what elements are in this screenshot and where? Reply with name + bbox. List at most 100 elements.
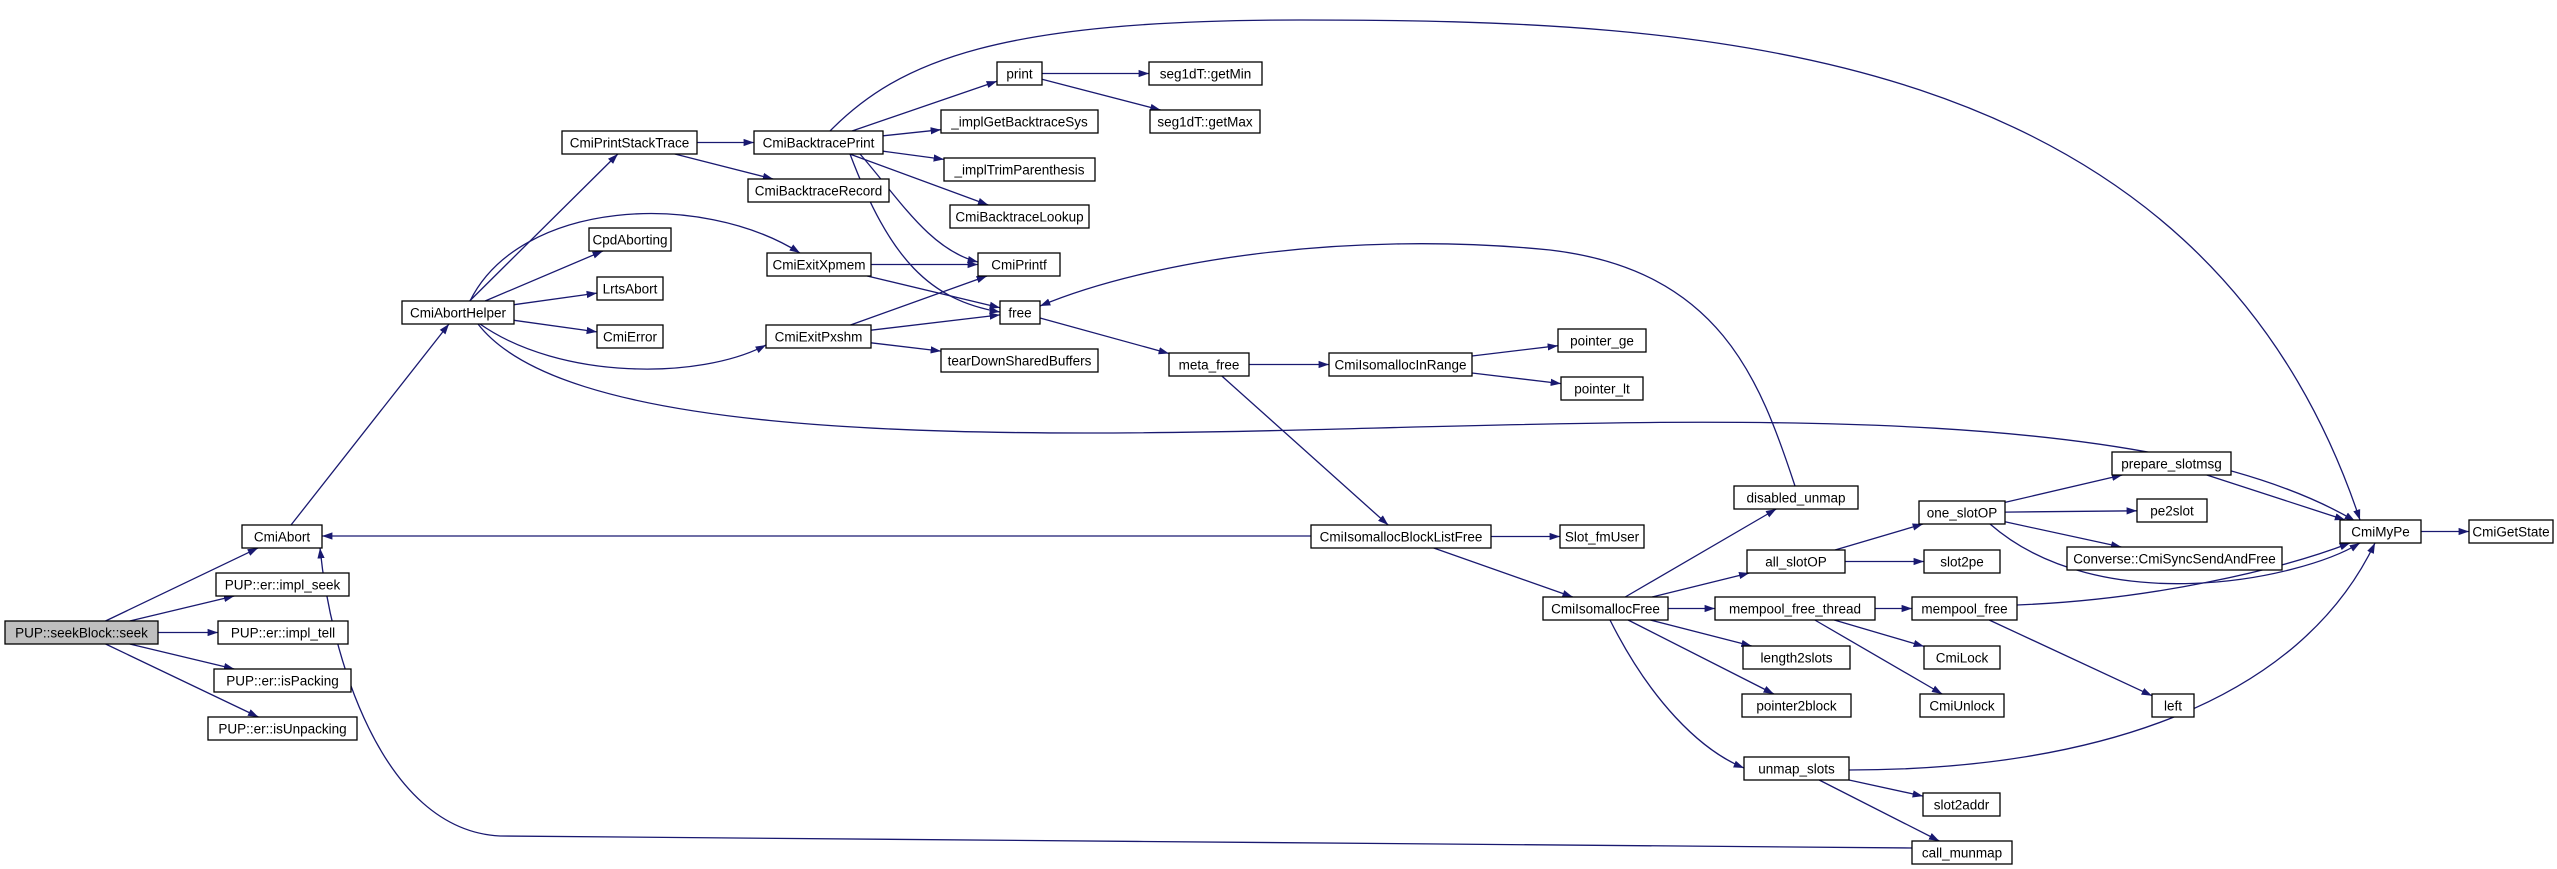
node-pointer2block[interactable]: pointer2block — [1741, 693, 1852, 718]
node-box-slot2pe[interactable] — [1923, 549, 2001, 574]
node-box-getmax[interactable] — [1149, 109, 1261, 134]
node-prepare_slotmsg[interactable]: prepare_slotmsg — [2111, 451, 2232, 476]
node-btrecord[interactable]: CmiBacktraceRecord — [747, 178, 890, 203]
node-slot2pe[interactable]: slot2pe — [1923, 549, 2001, 574]
node-pointer_ge[interactable]: pointer_ge — [1557, 328, 1647, 353]
node-box-pointer_lt[interactable] — [1560, 376, 1644, 401]
node-isunpacking[interactable]: PUP::er::isUnpacking — [207, 716, 358, 741]
node-cmiprintf[interactable]: CmiPrintf — [977, 252, 1061, 277]
node-unmap_slots[interactable]: unmap_slots — [1743, 756, 1850, 781]
node-box-inrange[interactable] — [1328, 352, 1473, 377]
node-mempool_free[interactable]: mempool_free — [1911, 596, 2018, 621]
node-cmimype[interactable]: CmiMyPe — [2339, 519, 2422, 544]
node-length2slots[interactable]: length2slots — [1742, 645, 1851, 670]
node-cmiunlock[interactable]: CmiUnlock — [1919, 693, 2005, 718]
node-box-btrecord[interactable] — [747, 178, 890, 203]
node-disabled_unmap[interactable]: disabled_unmap — [1733, 485, 1859, 510]
node-pointer_lt[interactable]: pointer_lt — [1560, 376, 1644, 401]
node-box-btprint[interactable] — [753, 130, 884, 155]
node-implgetbt[interactable]: _implGetBacktraceSys — [940, 109, 1099, 134]
node-exitpxshm[interactable]: CmiExitPxshm — [765, 324, 872, 349]
node-box-syncsend[interactable] — [2066, 546, 2283, 571]
node-impl_seek[interactable]: PUP::er::impl_seek — [215, 572, 350, 597]
node-aborthelper[interactable]: CmiAbortHelper — [401, 300, 515, 325]
node-free[interactable]: free — [999, 300, 1041, 325]
node-box-exitpxshm[interactable] — [765, 324, 872, 349]
node-isofree[interactable]: CmiIsomallocFree — [1542, 596, 1669, 621]
node-box-metafree[interactable] — [1168, 352, 1250, 377]
node-box-isunpacking[interactable] — [207, 716, 358, 741]
node-box-blocklistfree[interactable] — [1310, 524, 1492, 549]
node-box-pe2slot[interactable] — [2136, 498, 2208, 523]
node-box-ispacking[interactable] — [213, 668, 352, 693]
node-box-getstate[interactable] — [2468, 519, 2554, 544]
node-box-all_slotop[interactable] — [1746, 549, 1846, 574]
node-btlookup[interactable]: CmiBacktraceLookup — [949, 204, 1090, 229]
node-box-btlookup[interactable] — [949, 204, 1090, 229]
node-box-mempool_free_thread[interactable] — [1714, 596, 1876, 621]
node-left[interactable]: left — [2151, 693, 2195, 718]
node-lrtsabort[interactable]: LrtsAbort — [596, 276, 664, 301]
node-box-prepare_slotmsg[interactable] — [2111, 451, 2232, 476]
node-seek[interactable]: PUP::seekBlock::seek — [4, 620, 159, 645]
node-slotfmuser[interactable]: Slot_fmUser — [1559, 524, 1645, 549]
node-all_slotop[interactable]: all_slotOP — [1746, 549, 1846, 574]
node-getstate[interactable]: CmiGetState — [2468, 519, 2554, 544]
node-getmin[interactable]: seg1dT::getMin — [1148, 61, 1263, 86]
node-box-mempool_free[interactable] — [1911, 596, 2018, 621]
node-box-lrtsabort[interactable] — [596, 276, 664, 301]
node-box-cmiabort[interactable] — [241, 524, 323, 549]
node-box-disabled_unmap[interactable] — [1733, 485, 1859, 510]
node-box-call_munmap[interactable] — [1911, 840, 2013, 865]
node-box-slotfmuser[interactable] — [1559, 524, 1645, 549]
node-box-cmimype[interactable] — [2339, 519, 2422, 544]
node-box-impltrim[interactable] — [943, 157, 1096, 182]
node-box-slot2addr[interactable] — [1922, 792, 2001, 817]
node-impltrim[interactable]: _implTrimParenthesis — [943, 157, 1096, 182]
node-cmierror[interactable]: CmiError — [596, 324, 664, 349]
node-box-left[interactable] — [2151, 693, 2195, 718]
node-box-cmilock[interactable] — [1923, 645, 2001, 670]
node-box-seek[interactable] — [4, 620, 159, 645]
node-print[interactable]: print — [996, 61, 1043, 86]
node-box-printstack[interactable] — [561, 130, 698, 155]
node-box-exitxpmem[interactable] — [766, 252, 872, 277]
node-box-one_slotop[interactable] — [1918, 500, 2006, 525]
node-box-print[interactable] — [996, 61, 1043, 86]
node-cpdaborting[interactable]: CpdAborting — [588, 227, 672, 252]
node-box-cmiunlock[interactable] — [1919, 693, 2005, 718]
node-btprint[interactable]: CmiBacktracePrint — [753, 130, 884, 155]
node-syncsend[interactable]: Converse::CmiSyncSendAndFree — [2066, 546, 2283, 571]
node-box-length2slots[interactable] — [1742, 645, 1851, 670]
node-printstack[interactable]: CmiPrintStackTrace — [561, 130, 698, 155]
node-exitxpmem[interactable]: CmiExitXpmem — [766, 252, 872, 277]
node-inrange[interactable]: CmiIsomallocInRange — [1328, 352, 1473, 377]
node-getmax[interactable]: seg1dT::getMax — [1149, 109, 1261, 134]
node-teardown[interactable]: tearDownSharedBuffers — [940, 348, 1099, 373]
node-box-unmap_slots[interactable] — [1743, 756, 1850, 781]
node-box-cpdaborting[interactable] — [588, 227, 672, 252]
node-slot2addr[interactable]: slot2addr — [1922, 792, 2001, 817]
node-mempool_free_thread[interactable]: mempool_free_thread — [1714, 596, 1876, 621]
node-box-getmin[interactable] — [1148, 61, 1263, 86]
node-box-pointer2block[interactable] — [1741, 693, 1852, 718]
node-box-implgetbt[interactable] — [940, 109, 1099, 134]
node-box-aborthelper[interactable] — [401, 300, 515, 325]
node-ispacking[interactable]: PUP::er::isPacking — [213, 668, 352, 693]
node-blocklistfree[interactable]: CmiIsomallocBlockListFree — [1310, 524, 1492, 549]
node-box-isofree[interactable] — [1542, 596, 1669, 621]
node-box-cmiprintf[interactable] — [977, 252, 1061, 277]
node-cmilock[interactable]: CmiLock — [1923, 645, 2001, 670]
node-box-free[interactable] — [999, 300, 1041, 325]
node-box-impl_seek[interactable] — [215, 572, 350, 597]
node-box-impl_tell[interactable] — [217, 620, 349, 645]
node-impl_tell[interactable]: PUP::er::impl_tell — [217, 620, 349, 645]
node-box-cmierror[interactable] — [596, 324, 664, 349]
node-cmiabort[interactable]: CmiAbort — [241, 524, 323, 549]
node-pe2slot[interactable]: pe2slot — [2136, 498, 2208, 523]
node-call_munmap[interactable]: call_munmap — [1911, 840, 2013, 865]
node-box-teardown[interactable] — [940, 348, 1099, 373]
node-one_slotop[interactable]: one_slotOP — [1918, 500, 2006, 525]
node-metafree[interactable]: meta_free — [1168, 352, 1250, 377]
node-box-pointer_ge[interactable] — [1557, 328, 1647, 353]
